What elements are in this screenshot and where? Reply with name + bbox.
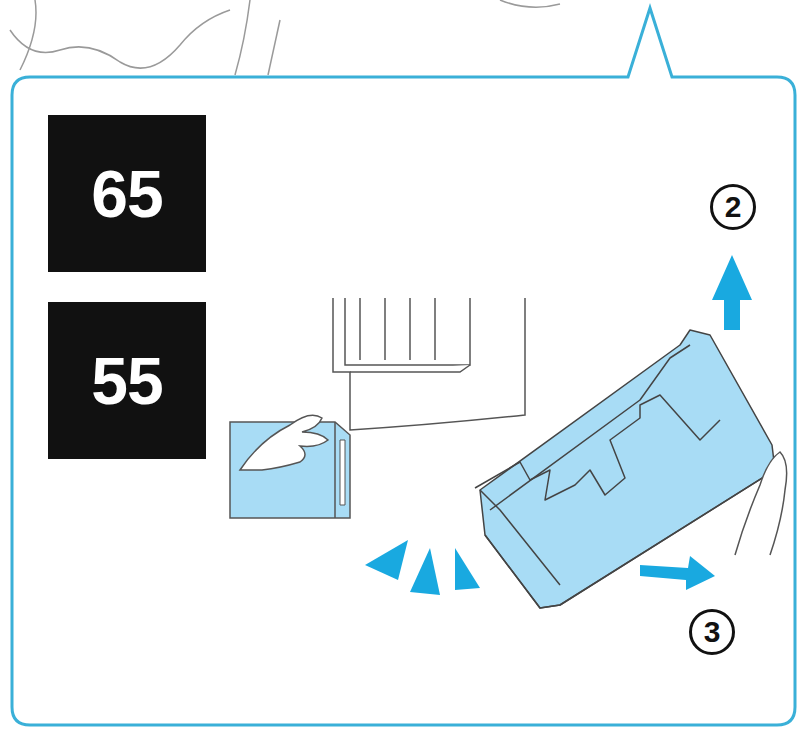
callout-number: 3: [689, 609, 735, 655]
motion-arrows: [365, 255, 752, 595]
installed-box: [230, 415, 350, 518]
model-badge: 55: [48, 302, 206, 459]
printer-body: [333, 298, 525, 430]
step-number: 3: [704, 617, 721, 647]
hand: [735, 452, 787, 555]
callout-number: 2: [710, 184, 756, 230]
step-number: 2: [725, 192, 742, 222]
callout-panel: [12, 8, 795, 725]
printer-sketch: [10, 0, 560, 75]
model-badge: 65: [48, 115, 206, 272]
model-number: 55: [91, 343, 162, 419]
model-number: 65: [91, 156, 162, 232]
maintenance-box: [475, 330, 775, 608]
